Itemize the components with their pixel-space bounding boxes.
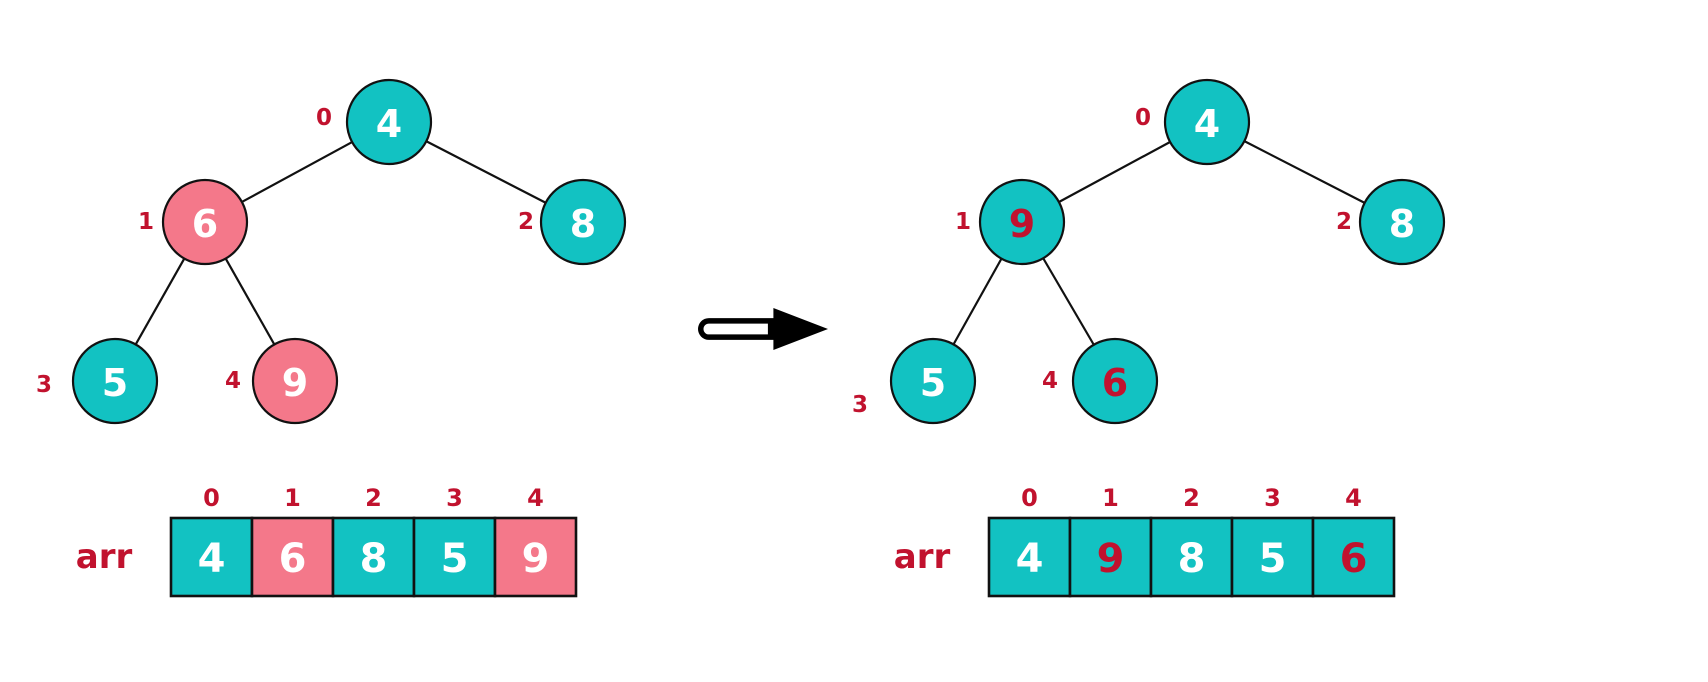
array-cell-index-1: 1 (284, 484, 301, 512)
tree-node-value: 5 (920, 361, 946, 405)
array-cell-index-0: 0 (1021, 484, 1038, 512)
array-cell-value: 5 (441, 536, 469, 582)
tree-node-after-3[interactable]: 5 (889, 337, 977, 425)
tree-node-value: 9 (282, 361, 308, 405)
array-cell-index-2: 2 (365, 484, 382, 512)
tree-node-before-3[interactable]: 5 (71, 337, 159, 425)
array-cell-index-3: 3 (1264, 484, 1281, 512)
tree-node-before-1[interactable]: 6 (161, 178, 249, 266)
tree-node-circle[interactable] (539, 178, 627, 266)
tree-node-index-4: 4 (1042, 368, 1058, 394)
array-cell-before-4[interactable] (493, 516, 578, 598)
tree-node-value: 8 (570, 202, 596, 246)
tree-edge-after-1-4 (1042, 257, 1095, 346)
array-cell-index-3: 3 (446, 484, 463, 512)
tree-node-before-2[interactable]: 8 (539, 178, 627, 266)
tree-node-circle[interactable] (889, 337, 977, 425)
tree-node-index-2: 2 (518, 209, 534, 235)
array-cell-value: 4 (198, 536, 226, 582)
tree-edge-before-1-4 (224, 258, 276, 345)
tree-edge-before-0-2 (425, 140, 547, 204)
tree-node-index-1: 1 (138, 209, 154, 235)
tree-node-circle[interactable] (1358, 178, 1446, 266)
tree-node-after-1[interactable]: 9 (978, 178, 1066, 266)
tree-node-circle[interactable] (71, 337, 159, 425)
tree-node-value: 8 (1389, 202, 1415, 246)
array-cell-after-0[interactable] (987, 516, 1072, 598)
tree-node-before-4[interactable]: 9 (251, 337, 339, 425)
array-cell-value: 6 (279, 536, 307, 582)
tree-edge-after-1-3 (952, 258, 1003, 345)
tree-node-index-4: 4 (225, 368, 241, 394)
array-cell-value: 9 (522, 536, 550, 582)
tree-node-after-0[interactable]: 4 (1163, 78, 1251, 166)
hollow-tail-right-arrow-icon (698, 308, 828, 350)
array-cell-after-1[interactable] (1068, 516, 1153, 598)
array-cell-index-4: 4 (527, 484, 544, 512)
array-before: arr 4 0 6 1 8 2 5 3 9 4 (76, 484, 578, 598)
tree-node-value: 4 (1194, 102, 1220, 146)
array-cell-value: 8 (360, 536, 388, 582)
array-cell-index-2: 2 (1183, 484, 1200, 512)
array-name-label: arr (894, 537, 951, 577)
tree-edge-after-0-1 (1058, 141, 1171, 203)
array-cell-value: 5 (1259, 536, 1287, 582)
tree-node-circle[interactable] (1071, 337, 1159, 425)
array-cell-value: 4 (1016, 536, 1044, 582)
tree-node-index-3: 3 (852, 392, 868, 418)
tree-node-value: 5 (102, 361, 128, 405)
array-cell-index-0: 0 (203, 484, 220, 512)
array-name-label: arr (76, 537, 133, 577)
tree-edge-after-0-2 (1243, 140, 1366, 204)
tree-node-value: 4 (376, 102, 402, 146)
tree-node-circle[interactable] (251, 337, 339, 425)
array-cell-after-4[interactable] (1311, 516, 1396, 598)
tree-node-before-0[interactable]: 4 (345, 78, 433, 166)
tree-node-circle[interactable] (345, 78, 433, 166)
tree-node-after-4[interactable]: 6 (1071, 337, 1159, 425)
tree-node-circle[interactable] (1163, 78, 1251, 166)
array-cell-value: 9 (1097, 536, 1125, 582)
tree-node-circle[interactable] (161, 178, 249, 266)
tree-node-index-2: 2 (1336, 209, 1352, 235)
tree-node-after-2[interactable]: 8 (1358, 178, 1446, 266)
transition-arrow-layer (698, 308, 828, 350)
array-cell-after-2[interactable] (1149, 516, 1234, 598)
tree-edge-before-0-1 (241, 141, 353, 203)
tree-node-index-0: 0 (1135, 105, 1151, 131)
tree-edges-layer (134, 140, 1366, 346)
tree-node-value: 9 (1009, 202, 1035, 246)
tree-edge-before-1-3 (134, 258, 186, 345)
array-cell-before-3[interactable] (412, 516, 497, 598)
tree-node-value: 6 (1102, 361, 1128, 405)
array-cell-index-4: 4 (1345, 484, 1362, 512)
tree-node-index-1: 1 (955, 209, 971, 235)
tree-node-index-3: 3 (36, 372, 52, 398)
array-cell-value: 8 (1178, 536, 1206, 582)
tree-node-value: 6 (192, 202, 218, 246)
tree-node-circle[interactable] (978, 178, 1066, 266)
array-cell-index-1: 1 (1102, 484, 1119, 512)
tree-node-index-0: 0 (316, 105, 332, 131)
array-cell-value: 6 (1340, 536, 1368, 582)
